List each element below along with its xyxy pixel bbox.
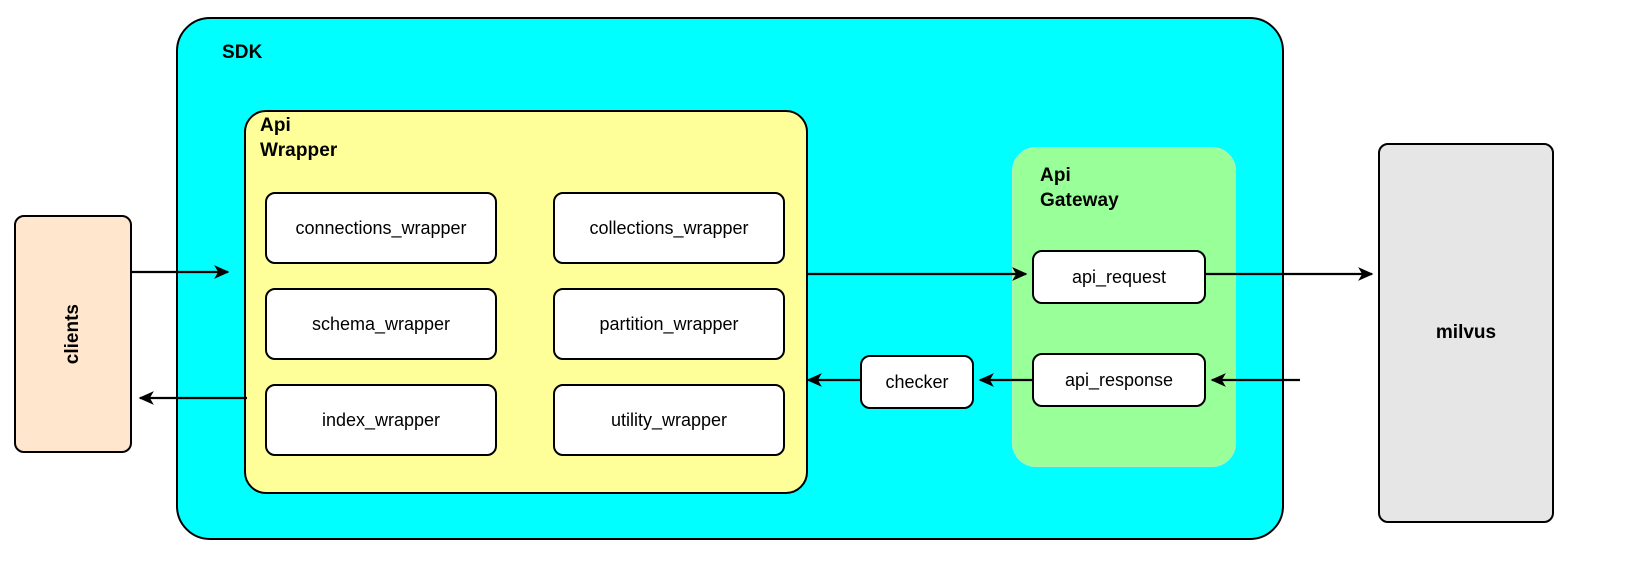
node-api-request[interactable]: api_request	[1032, 250, 1206, 304]
node-label: schema_wrapper	[311, 313, 451, 334]
node-label: clients	[62, 303, 83, 365]
node-clients[interactable]: clients	[14, 215, 132, 453]
node-label: connections_wrapper	[295, 217, 467, 238]
group-api-gateway-label: Api Gateway	[1040, 165, 1119, 212]
node-utility-wrapper[interactable]: utility_wrapper	[553, 384, 785, 456]
node-label: api_response	[1064, 369, 1174, 390]
node-collections-wrapper[interactable]: collections_wrapper	[553, 192, 785, 264]
node-label: api_request	[1071, 266, 1167, 287]
node-api-response[interactable]: api_response	[1032, 353, 1206, 407]
node-milvus[interactable]: milvus	[1378, 143, 1554, 523]
node-label: partition_wrapper	[599, 313, 739, 334]
node-connections-wrapper[interactable]: connections_wrapper	[265, 192, 497, 264]
node-label: milvus	[1435, 322, 1497, 343]
node-schema-wrapper[interactable]: schema_wrapper	[265, 288, 497, 360]
group-sdk-label: SDK	[222, 42, 263, 63]
node-label: index_wrapper	[321, 409, 441, 430]
group-api-gateway	[1012, 147, 1236, 467]
node-index-wrapper[interactable]: index_wrapper	[265, 384, 497, 456]
node-label: checker	[885, 371, 949, 392]
node-label: collections_wrapper	[589, 217, 749, 238]
node-partition-wrapper[interactable]: partition_wrapper	[553, 288, 785, 360]
node-checker[interactable]: checker	[860, 355, 974, 409]
group-api-wrapper-label: Api Wrapper	[260, 115, 338, 162]
node-label: utility_wrapper	[610, 409, 728, 430]
